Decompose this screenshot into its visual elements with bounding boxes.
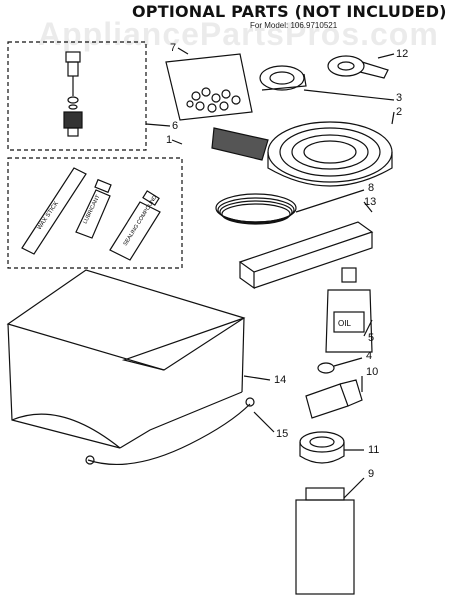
callout-11: 11 <box>368 444 380 456</box>
oil-bottle-icon <box>325 267 373 353</box>
model-label: For Model: 106.9710521 <box>250 21 338 30</box>
tape-roll-medium-icon <box>259 65 307 91</box>
page-title: OPTIONAL PARTS (NOT INCLUDED) <box>132 2 447 21</box>
valve-box <box>7 41 147 151</box>
callout-15: 15 <box>276 428 289 440</box>
valve-assembly-icon <box>63 51 83 137</box>
callout-4: 4 <box>366 350 373 362</box>
tape-roll-large-icon <box>211 121 393 187</box>
tape-roll-small-icon <box>327 55 389 79</box>
callout-2: 2 <box>396 106 403 118</box>
cap-icon <box>317 362 335 374</box>
callout-7: 7 <box>170 42 177 54</box>
callout-14: 14 <box>274 374 287 386</box>
cord-icon <box>85 397 255 465</box>
wax-stick-label: WAX STICK <box>37 201 60 232</box>
tape-roll-tin-icon <box>299 431 345 464</box>
oil-label: OIL <box>338 319 351 328</box>
cover-icon <box>6 269 246 449</box>
tubing-coil-icon <box>215 193 297 225</box>
sealant-box <box>7 157 183 269</box>
callout-3: 3 <box>396 92 403 104</box>
callout-1: 1 <box>166 134 173 146</box>
wax-stick-icon <box>21 167 87 255</box>
callout-6: 6 <box>172 120 179 132</box>
callout-13: 13 <box>364 196 377 208</box>
lubricant-tube-icon <box>75 178 112 239</box>
bag-of-seals-icon <box>165 53 253 121</box>
sealing-compound-tube-icon <box>109 190 161 261</box>
callout-10: 10 <box>366 366 379 378</box>
spray-can-icon <box>295 487 355 595</box>
sealant-tube-icon <box>305 379 363 419</box>
callout-5: 5 <box>368 332 375 344</box>
callout-12: 12 <box>396 48 409 60</box>
callout-9: 9 <box>368 468 375 480</box>
callout-8: 8 <box>368 182 375 194</box>
foam-block-icon <box>238 221 374 290</box>
